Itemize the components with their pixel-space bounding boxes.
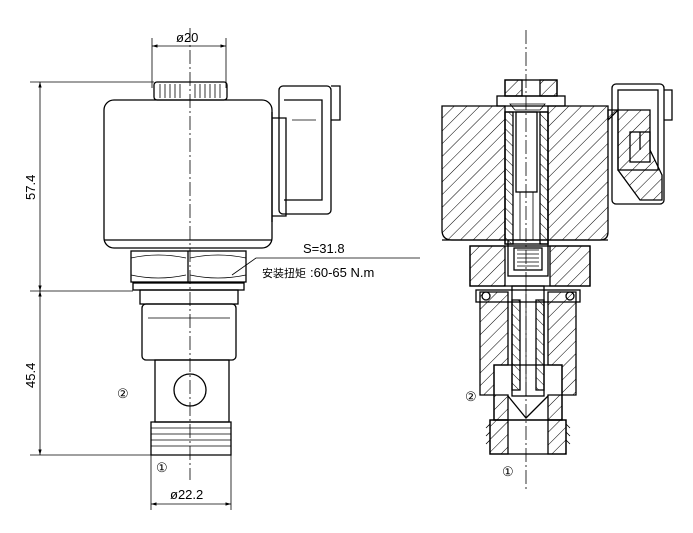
wrench-size-label: S=31.8 — [303, 241, 345, 256]
port-2-label-left: ② — [117, 386, 129, 401]
coil-body — [103, 99, 273, 249]
section-cartridge — [475, 285, 581, 455]
section-hex — [469, 239, 591, 287]
external-view: ø20 — [23, 28, 420, 510]
bottom-diameter-label: ø22.2 — [170, 487, 203, 502]
port-1-label-right: ① — [502, 464, 514, 479]
top-nut — [153, 81, 228, 101]
dim-bottom-diameter: ø22.2 — [150, 455, 232, 510]
valve-cartridge — [132, 282, 245, 456]
height-upper-label: 57.4 — [23, 175, 38, 200]
connector-plug — [271, 85, 341, 222]
torque-value: :60-65 N.m — [310, 265, 374, 280]
dim-top-diameter: ø20 — [151, 30, 227, 88]
section-top-nut — [496, 79, 566, 111]
port-2-label-right: ② — [465, 389, 477, 404]
torque-label: 安装扭矩 — [262, 266, 306, 280]
section-view: ② ① — [441, 30, 673, 490]
height-lower-label: 45.4 — [23, 363, 38, 388]
torque-annotation: S=31.8 安装扭矩 :60-65 N.m — [231, 241, 420, 280]
section-coil — [441, 105, 609, 245]
hex-nut — [130, 250, 247, 283]
top-diameter-label: ø20 — [176, 30, 198, 45]
section-connector — [607, 83, 673, 205]
port-1-label-left: ① — [156, 460, 168, 475]
dim-heights: 57.4 45.4 — [23, 81, 154, 456]
